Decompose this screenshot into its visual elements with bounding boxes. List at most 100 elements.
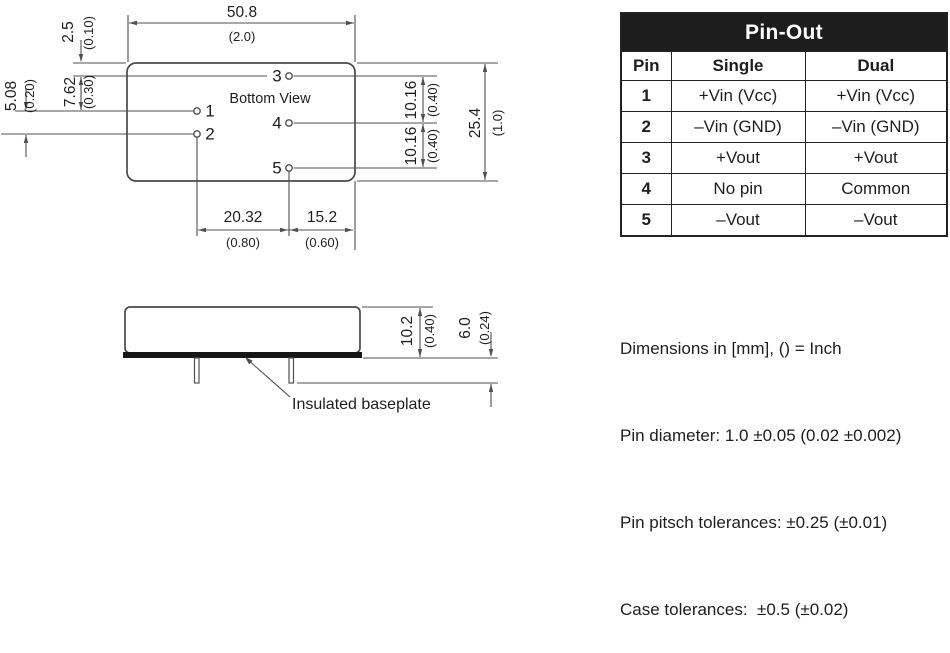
dim-height-in: (1.0) <box>490 110 505 137</box>
pinout-row-4: 4 No pin Common <box>620 173 948 205</box>
dim-pin2-pin5-in: (0.80) <box>226 235 260 250</box>
pinout-row-1: 1 +Vin (Vcc) +Vin (Vcc) <box>620 80 948 112</box>
pin-number: 5 <box>620 204 672 237</box>
note-units: Dimensions in [mm], () = Inch <box>620 339 842 358</box>
pin-5-label: 5 <box>272 159 281 178</box>
pin-5-hole <box>285 164 293 172</box>
dim-pin1-pin2-mm: 5.08 <box>3 81 20 111</box>
column-header-dual: Dual <box>804 51 948 81</box>
side-view-pins <box>193 357 295 384</box>
arrow <box>280 227 288 233</box>
column-header-single: Single <box>670 51 806 81</box>
arrow <box>78 102 84 110</box>
arrow <box>420 77 426 85</box>
pin-2-hole <box>193 130 201 138</box>
note-pin-pitch-tolerance: Pin pitsch tolerances: ±0.25 (±0.01) <box>620 513 888 532</box>
dim-top-to-pin3-in: (0.10) <box>81 16 96 50</box>
dual-function: –Vout <box>804 204 948 237</box>
dim-height-mm: 25.4 <box>467 108 484 139</box>
arrow <box>23 102 29 110</box>
arrow <box>345 227 353 233</box>
single-function: +Vin (Vcc) <box>670 80 806 112</box>
side-view: 10.2 (0.40) 6.0 (0.24) Insulated basepla… <box>123 306 498 413</box>
pin-number: 3 <box>620 142 672 174</box>
arrow <box>417 349 423 357</box>
arrow <box>78 77 84 85</box>
arrow <box>420 114 426 122</box>
mechanical-drawing: Bottom View 3 1 2 4 5 50.8 (2.0) 2.5 (0.… <box>1 4 505 413</box>
dim-top-to-pin3-mm: 2.5 <box>60 21 77 43</box>
pin-1-label: 1 <box>205 102 214 121</box>
dim-width-in: (2.0) <box>229 29 256 44</box>
bottom-view-label: Bottom View <box>229 91 311 107</box>
pinout-row-2: 2 –Vin (GND) –Vin (GND) <box>620 111 948 143</box>
pin-number: 4 <box>620 173 672 205</box>
pin-holes <box>193 72 293 172</box>
arrow <box>78 54 84 62</box>
pinout-row-5: 5 –Vout –Vout <box>620 204 948 237</box>
dual-function: Common <box>804 173 948 205</box>
arrow <box>417 308 423 316</box>
dim-pin3-pin4-mm: 10.16 <box>403 81 420 120</box>
pin-4-label: 4 <box>272 114 281 133</box>
pin-1-hole <box>193 107 201 115</box>
pin-3-label: 3 <box>272 67 281 86</box>
bottom-view: Bottom View 3 1 2 4 5 50.8 (2.0) 2.5 (0.… <box>1 4 505 250</box>
dim-pin-length-mm: 6.0 <box>457 317 474 339</box>
dual-function: –Vin (GND) <box>804 111 948 143</box>
pin-number: 2 <box>620 111 672 143</box>
side-view-arrows <box>245 308 494 392</box>
baseplate-label: Insulated baseplate <box>292 396 431 413</box>
arrow <box>346 20 354 26</box>
dim-pin4-pin5-in: (0.40) <box>425 129 440 163</box>
pin-3-hole <box>285 72 293 80</box>
dim-pin3-pin1-in: (0.30) <box>81 75 96 109</box>
arrow <box>420 124 426 132</box>
pin-2-label: 2 <box>205 125 214 144</box>
leader-arrow <box>245 357 253 365</box>
dim-pin5-edge-mm: 15.2 <box>307 209 337 226</box>
dimension-arrows <box>23 20 488 233</box>
bottom-view-outline <box>126 62 356 182</box>
dual-function: +Vout <box>804 142 948 174</box>
pinout-table-title: Pin-Out <box>620 12 948 52</box>
note-pin-diameter: Pin diameter: 1.0 ±0.05 (0.02 ±0.002) <box>620 426 902 445</box>
dual-function: +Vin (Vcc) <box>804 80 948 112</box>
dim-pin3-pin4-in: (0.40) <box>425 83 440 117</box>
pin-number: 1 <box>620 80 672 112</box>
dim-pin-length-in: (0.24) <box>477 311 492 345</box>
insulated-baseplate <box>123 352 362 358</box>
dim-case-height-in: (0.40) <box>422 314 437 348</box>
single-function: –Vout <box>670 204 806 237</box>
dim-pin3-pin1-mm: 7.62 <box>62 77 79 107</box>
arrow <box>488 349 494 357</box>
pinout-row-3: 3 +Vout +Vout <box>620 142 948 174</box>
datasheet-mechanical-page: { "drawing": { "bottom_view": { "label":… <box>1 4 948 619</box>
baseplate-leader-line <box>246 358 291 398</box>
dim-pin5-edge-in: (0.60) <box>305 235 339 250</box>
pin-4-hole <box>285 119 293 127</box>
dimension-notes: Dimensions in [mm], () = Inch Pin diamet… <box>620 276 901 653</box>
dim-pin2-pin5-mm: 20.32 <box>224 209 263 226</box>
arrow <box>23 135 29 143</box>
arrow <box>488 384 494 392</box>
arrow <box>420 159 426 167</box>
arrow <box>482 172 488 180</box>
arrow <box>482 64 488 72</box>
column-header-pin: Pin <box>620 51 672 81</box>
dim-pin4-pin5-mm: 10.16 <box>403 127 420 166</box>
dimension-lines <box>25 22 486 231</box>
single-function: –Vin (GND) <box>670 111 806 143</box>
side-view-extension-lines <box>246 306 498 407</box>
side-pin-right <box>288 357 295 384</box>
dim-pin1-pin2-in: (0.20) <box>22 79 37 113</box>
side-pin-left <box>193 357 200 384</box>
single-function: +Vout <box>670 142 806 174</box>
arrow <box>129 20 137 26</box>
pin-leader-lines <box>1 15 498 250</box>
arrow <box>290 227 298 233</box>
side-view-case <box>124 306 361 354</box>
arrow <box>198 227 206 233</box>
dim-width-mm: 50.8 <box>227 4 257 21</box>
note-case-tolerance: Case tolerances: ±0.5 (±0.02) <box>620 600 849 619</box>
